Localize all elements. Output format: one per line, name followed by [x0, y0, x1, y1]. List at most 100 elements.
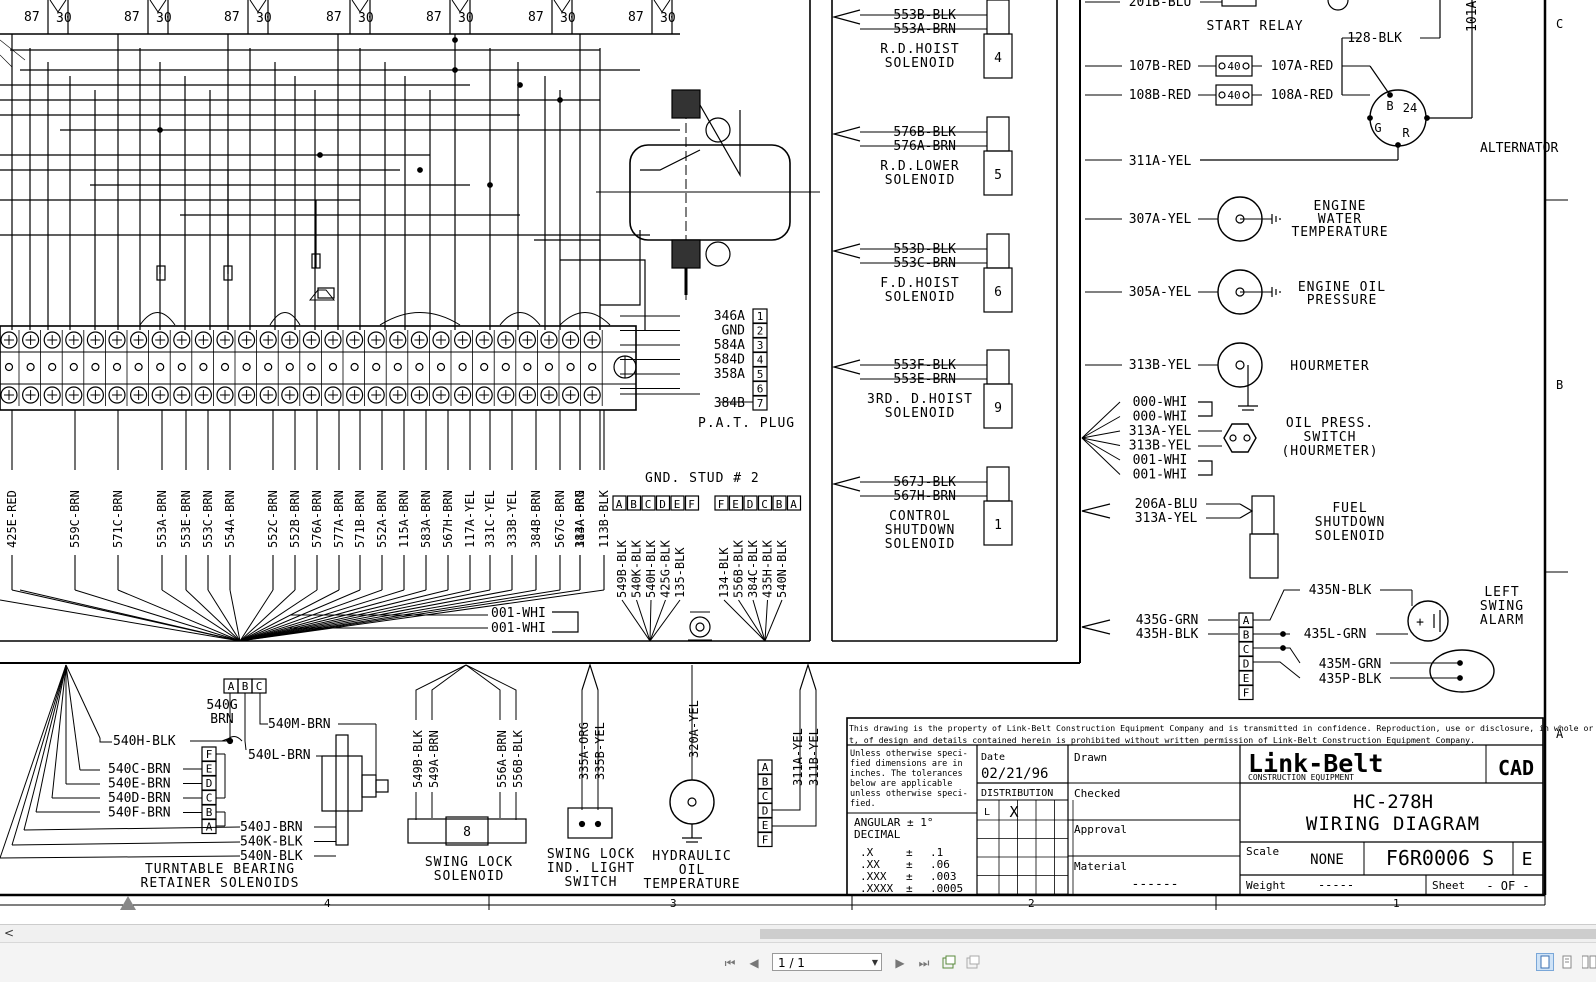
- gnd-stud-wire-label: 540N-BLK: [775, 539, 789, 598]
- terminal-contact: [458, 362, 467, 372]
- alternator-terminal: G: [1374, 121, 1381, 135]
- alternator-symbol: [1369, 89, 1427, 147]
- wire-line: [117, 589, 241, 642]
- gnd-stud-pin: [743, 495, 758, 511]
- wire-line: [649, 599, 652, 642]
- gnd-stud-pin-letter: E: [732, 498, 739, 511]
- solenoid-connector: [986, 466, 1010, 502]
- wire-line: [661, 0, 671, 13]
- swing-lock-switch-label: SWITCH: [565, 875, 618, 890]
- swing-lock-wire: [465, 664, 517, 720]
- terminal-screw: [130, 331, 148, 349]
- wire-path: [600, 230, 641, 306]
- terminal-screw: [475, 331, 493, 349]
- angular-tolerance: ANGULAR ± 1°: [854, 816, 933, 829]
- terminal-screw: [302, 386, 320, 404]
- swing-alarm-wire-label: 435P-BLK: [1319, 672, 1382, 687]
- revision: E: [1522, 849, 1533, 870]
- decimal-tolerance: .X: [860, 846, 874, 859]
- gnd-stud-wire-label: 549B-BLK: [615, 539, 629, 598]
- wire-line: [1369, 65, 1391, 96]
- swing-alarm-pin-letter: E: [1243, 672, 1250, 685]
- terminal-contact: [566, 362, 575, 372]
- gnd-stud-pin-letter: F: [688, 498, 695, 511]
- horizontal-scrollbar[interactable]: <: [0, 924, 1596, 943]
- drawn-label: Drawn: [1074, 751, 1107, 764]
- alternator-terminal: 24: [1403, 101, 1417, 115]
- drawing-number: F6R0006 S: [1386, 846, 1494, 870]
- border-zone-number: 3: [670, 897, 677, 910]
- pat-plug-wire-label: 584D: [714, 353, 745, 368]
- connector-pin-letter: C: [256, 680, 263, 693]
- strip-wire-label: 553E-BRN: [179, 490, 193, 548]
- terminal-screw: [0, 331, 18, 349]
- swing-alarm-wire-label: 435N-BLK: [1309, 583, 1372, 598]
- stud-circle: [705, 241, 731, 267]
- wire-line: [185, 589, 241, 642]
- last-page-icon[interactable]: ⏭: [918, 956, 930, 970]
- pat-plug-wire-label: 358A: [714, 367, 745, 382]
- wire-path: [772, 790, 801, 811]
- scrollbar-thumb[interactable]: [760, 929, 1596, 939]
- wire-line: [229, 589, 241, 642]
- distribution-label: DISTRIBUTION: [981, 788, 1053, 799]
- wire-label: 128-BLK: [1347, 31, 1402, 46]
- strip-wire-label: 571C-BRN: [111, 490, 125, 548]
- date-label: Date: [981, 752, 1005, 763]
- ground-stud-symbol: [689, 616, 711, 638]
- fit-width-icon[interactable]: [966, 955, 980, 969]
- distribution-l: L: [984, 807, 990, 818]
- wire-line: [239, 589, 296, 642]
- two-page-view-icon[interactable]: [1582, 955, 1596, 969]
- relay-terminal-number: 30: [56, 11, 72, 26]
- starter-wire: [640, 149, 701, 171]
- gnd-stud-pin: [641, 495, 656, 511]
- terminal-screw: [194, 386, 212, 404]
- wire-line: [161, 589, 241, 642]
- gnd-stud-pin-letter: A: [616, 498, 623, 511]
- single-page-view-icon[interactable]: [1536, 953, 1554, 971]
- gnd-stud-pin: [626, 495, 642, 511]
- terminal-contact: [199, 362, 208, 372]
- page-number-input[interactable]: 1 / 1▼: [772, 953, 882, 971]
- gnd-stud-wire-label: 425G-BLK: [659, 539, 673, 598]
- continuous-view-icon[interactable]: [1560, 955, 1574, 969]
- terminal-contact: [91, 362, 100, 372]
- terminal-contact: [501, 362, 510, 372]
- drawing-title: WIRING DIAGRAM: [1306, 813, 1480, 835]
- relay-terminal-number: 30: [256, 11, 272, 26]
- hourmeter-symbol: [1217, 342, 1263, 388]
- pat-plug-pin-number: 1: [757, 310, 764, 323]
- wire-line: [65, 664, 101, 739]
- connector-pin-letter: C: [206, 792, 213, 805]
- wire-path: [772, 790, 817, 827]
- chevron-down-icon[interactable]: ▼: [871, 958, 878, 967]
- junction-dot: [1457, 660, 1463, 666]
- terminal-screw: [324, 331, 342, 349]
- wire-line: [636, 599, 651, 642]
- wire-label: 540D-BRN: [108, 791, 171, 806]
- strip-wire-label: 567H-BRN: [441, 490, 455, 548]
- terminal-screw: [410, 386, 428, 404]
- connector-fork: [1081, 619, 1111, 635]
- terminal-screw: [259, 386, 277, 404]
- wire-line: [11, 664, 67, 846]
- strip-wire-label: 554A-BRN: [223, 490, 237, 548]
- strip-jumper: [269, 312, 301, 326]
- connector-pin-letter: B: [242, 680, 249, 693]
- scroll-left-arrow[interactable]: <: [4, 926, 15, 940]
- pat-plug-pin-number: 3: [757, 339, 764, 352]
- pat-plug-pin-number: 4: [757, 354, 764, 367]
- terminal-contact: [285, 362, 294, 372]
- inline-diode: [223, 265, 233, 281]
- fit-page-icon[interactable]: [942, 955, 956, 969]
- oil-switch-fan: [1081, 437, 1121, 475]
- wire-label: BRN: [210, 712, 233, 727]
- swing-alarm-label: LEFT: [1484, 585, 1519, 600]
- swing-lock-wire-label: 556A-BRN: [495, 730, 509, 788]
- previous-page-icon[interactable]: ◀: [749, 956, 759, 970]
- next-page-icon[interactable]: ▶: [895, 956, 905, 970]
- terminal-screw: [583, 386, 601, 404]
- first-page-icon[interactable]: ⏮: [724, 956, 736, 970]
